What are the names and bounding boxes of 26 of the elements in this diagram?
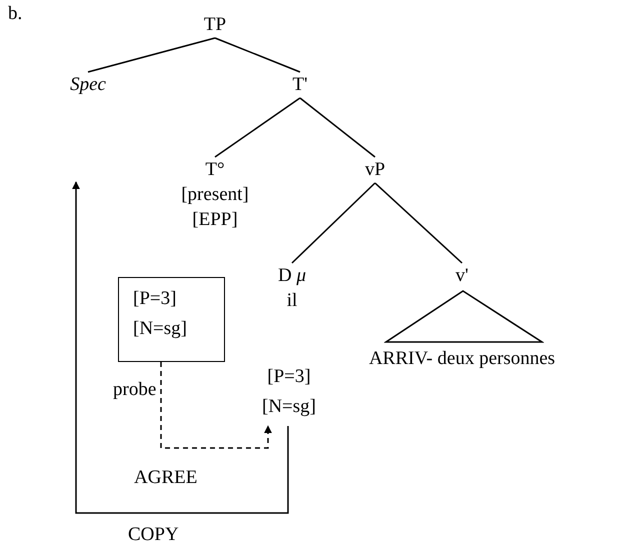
tree-branch: [214, 97, 300, 158]
tree-branch: [214, 37, 300, 73]
feature-box: [118, 277, 225, 362]
tree-node-label: T': [292, 73, 308, 97]
tree-branch: [88, 37, 216, 73]
role-label: probe: [113, 378, 156, 402]
tree-node-label: vP: [364, 158, 386, 182]
tree-node-label: Spec: [70, 73, 106, 97]
feature-label: [EPP]: [192, 208, 238, 232]
pronoun-word: il: [286, 289, 298, 313]
arrow: [72, 181, 289, 514]
tree-branch: [374, 182, 462, 264]
tree-branch: [291, 182, 376, 264]
arrow: [160, 362, 272, 449]
edge-label: AGREE: [134, 466, 198, 490]
tree-node-label: v': [456, 264, 468, 288]
feature-label: [present]: [181, 183, 249, 207]
category-label: D μ: [278, 264, 306, 288]
edge-label: COPY: [128, 523, 179, 547]
tree-branch: [300, 97, 376, 158]
phrase-text: ARRIV- deux personnes: [368, 347, 556, 371]
feature-text: [P=3] [N=sg]: [261, 365, 317, 419]
example-label: b.: [8, 2, 22, 26]
category-label: T°: [205, 158, 225, 182]
tree-node-label: TP: [204, 13, 226, 37]
feature-text: [P=3] [N=sg]: [133, 287, 188, 341]
